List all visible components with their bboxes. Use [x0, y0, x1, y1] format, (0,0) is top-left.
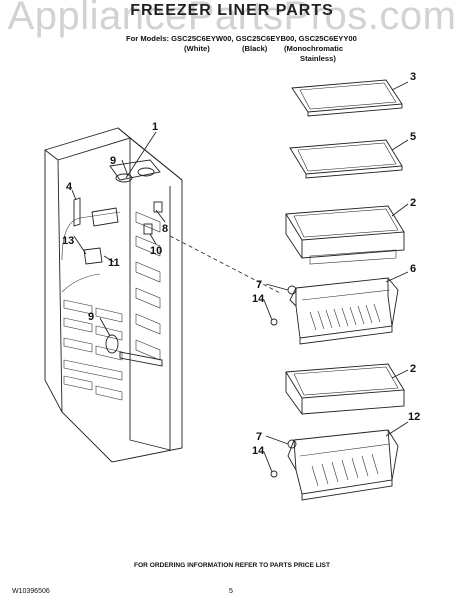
callout-5: 5 — [410, 131, 416, 143]
ordering-note: FOR ORDERING INFORMATION REFER TO PARTS … — [134, 562, 330, 569]
alignment-line — [169, 235, 283, 295]
shelf-assembly-2-upper — [285, 205, 405, 265]
document-number: W10396506 — [12, 588, 50, 595]
callout-10: 10 — [150, 245, 162, 257]
callout-14-upper: 14 — [252, 293, 265, 305]
callout-9-upper: 9 — [110, 155, 116, 167]
callout-2-lower: 2 — [410, 363, 416, 375]
shelf-glass-3 — [291, 79, 403, 117]
callout-1: 1 — [152, 121, 158, 133]
freezer-liner-cabinet — [44, 127, 183, 463]
callout-6: 6 — [410, 263, 416, 275]
models-line: For Models: GSC25C6EYW00, GSC25C6EYB00, … — [126, 34, 357, 43]
watermark: AppliancePartsPros.com — [7, 0, 457, 38]
callout-7-lower: 7 — [256, 431, 262, 443]
callout-12: 12 — [408, 411, 420, 423]
callout-7-upper: 7 — [256, 279, 262, 291]
callout-9-lower: 9 — [88, 311, 94, 323]
leader-lines — [71, 81, 409, 473]
callout-4: 4 — [66, 181, 73, 193]
page-title: FREEZER LINER PARTS — [130, 2, 334, 19]
callout-14-lower: 14 — [252, 445, 265, 457]
variant-stainless: Stainless) — [300, 54, 336, 63]
callout-3: 3 — [410, 71, 416, 83]
shelf-assembly-2-lower — [285, 363, 405, 415]
freezer-pan-6 — [289, 277, 399, 345]
variant-monochromatic: (Monochromatic — [284, 44, 344, 53]
callout-13: 13 — [62, 235, 74, 247]
callout-2-upper: 2 — [410, 197, 416, 209]
callout-11: 11 — [108, 257, 120, 269]
variant-white: (White) — [184, 44, 210, 53]
callout-8: 8 — [162, 223, 168, 235]
page-number: 5 — [229, 588, 233, 595]
variant-black: (Black) — [242, 44, 268, 53]
shelf-glass-5 — [289, 139, 403, 179]
freezer-pan-12 — [287, 429, 399, 501]
